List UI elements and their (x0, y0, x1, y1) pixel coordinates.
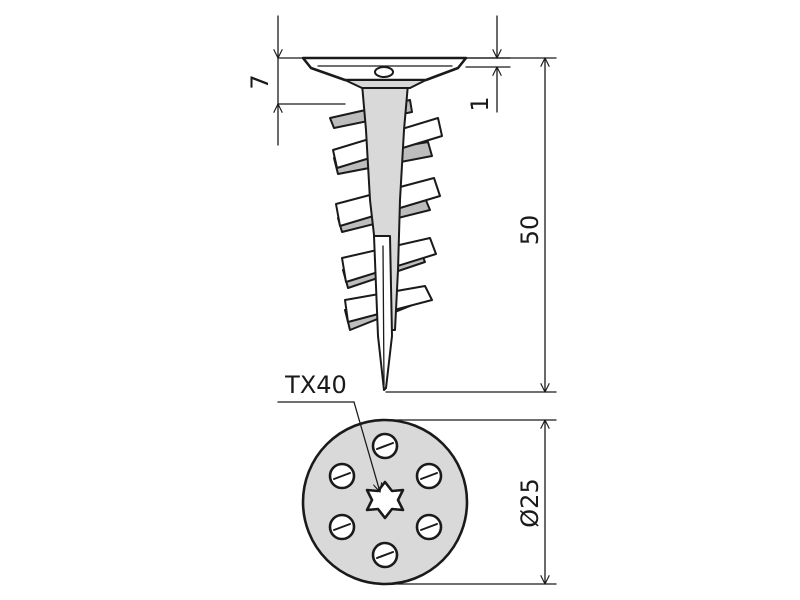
nail-pin (373, 235, 393, 391)
plate-hole (415, 513, 443, 541)
dimension-lines (277, 15, 557, 585)
plate-holes (328, 432, 443, 569)
plate-hole (415, 462, 443, 490)
plate-hole (328, 513, 356, 541)
head-plate (301, 56, 468, 89)
plate-hole (371, 541, 399, 569)
tx40-leader (277, 401, 380, 492)
label-total-length: 50 (516, 215, 544, 246)
side-view (301, 56, 468, 391)
shank-core (361, 83, 409, 331)
label-diameter: Ø25 (516, 478, 544, 527)
head-center-hole (374, 66, 394, 78)
top-view (301, 418, 469, 586)
label-plate-thickness: 1 (466, 96, 494, 111)
plate-hole (371, 432, 399, 460)
plate-hole (328, 462, 356, 490)
label-drive-type: TX40 (284, 371, 347, 399)
dimension-labels: 7 1 50 Ø25 TX40 (246, 74, 544, 527)
label-head-height: 7 (246, 74, 274, 89)
